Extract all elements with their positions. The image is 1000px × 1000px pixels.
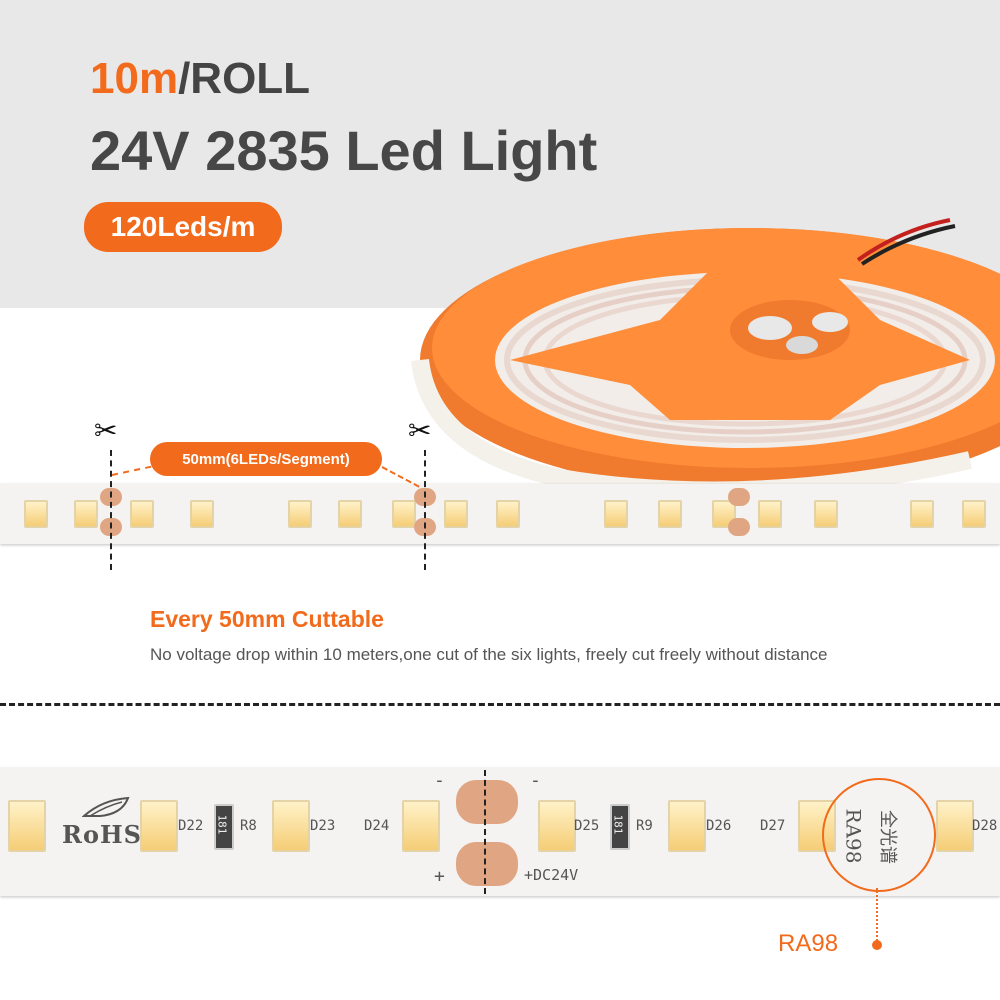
component-label-d24: D24	[364, 818, 390, 834]
led-chip	[910, 500, 934, 528]
component-label-d22: D22	[178, 818, 204, 834]
led-chip	[936, 800, 974, 852]
led-chip	[758, 500, 782, 528]
led-chip	[8, 800, 46, 852]
solder-pad-bottom	[456, 842, 518, 886]
component-label-r8: R8	[240, 818, 257, 834]
led-chip	[288, 500, 312, 528]
component-label-d25: D25	[574, 818, 600, 834]
resistor-code-r8: 181	[215, 814, 229, 835]
led-chip	[338, 500, 362, 528]
voltage-marking: +DC24V	[524, 866, 579, 884]
segment-label: 50mm(6LEDs/Segment)	[150, 442, 382, 476]
component-label-d23: D23	[310, 818, 336, 834]
cuttable-heading: Every 50mm Cuttable	[150, 606, 384, 632]
led-chip	[74, 500, 98, 528]
resistor-r9	[610, 804, 630, 850]
led-chip	[392, 500, 416, 528]
solder-pad-top	[456, 780, 518, 824]
led-reel-illustration	[411, 218, 1000, 500]
component-label-d28: D28	[972, 818, 998, 834]
roll-length: 10m	[90, 54, 179, 103]
section-divider	[0, 703, 1000, 706]
solder-pad	[728, 518, 750, 536]
component-label-r9: R9	[636, 818, 653, 834]
roll-length-heading: 10m/ROLL	[90, 54, 310, 104]
ra-callout-leader	[876, 888, 878, 944]
cut-line-left	[110, 450, 112, 570]
led-chip	[496, 500, 520, 528]
ra-callout-label: RA98	[778, 930, 839, 957]
cuttable-description: No voltage drop within 10 meters,one cut…	[150, 645, 828, 664]
led-chip	[444, 500, 468, 528]
led-chip	[658, 500, 682, 528]
cut-mark	[484, 770, 486, 894]
density-badge: 120Leds/m	[84, 202, 282, 252]
component-label-d27: D27	[760, 818, 786, 834]
led-chip	[668, 800, 706, 852]
led-chip	[402, 800, 440, 852]
led-chip	[814, 500, 838, 528]
rohs-marking: RoHS	[62, 820, 142, 849]
segment-connector-left	[111, 465, 152, 476]
leaf-icon	[82, 796, 130, 817]
resistor-r8	[214, 804, 234, 850]
cut-line-right	[424, 450, 426, 570]
roll-unit: /ROLL	[178, 54, 311, 103]
pad-minus-left: -	[434, 770, 445, 791]
led-chip	[140, 800, 178, 852]
led-chip	[190, 500, 214, 528]
scissors-icon: ✂	[408, 414, 432, 447]
pad-plus: +	[434, 866, 445, 887]
led-chip	[130, 500, 154, 528]
ra-callout-dot	[872, 940, 882, 950]
component-label-d26: D26	[706, 818, 732, 834]
ra-callout-circle	[822, 778, 936, 892]
led-chip	[272, 800, 310, 852]
product-title: 24V 2835 Led Light	[90, 119, 598, 182]
led-chip	[24, 500, 48, 528]
pad-minus-right: -	[530, 770, 541, 791]
scissors-icon: ✂	[94, 414, 118, 447]
led-chip	[538, 800, 576, 852]
led-chip	[962, 500, 986, 528]
led-chip	[604, 500, 628, 528]
solder-pad	[728, 488, 750, 506]
resistor-code-r9: 181	[611, 814, 625, 835]
